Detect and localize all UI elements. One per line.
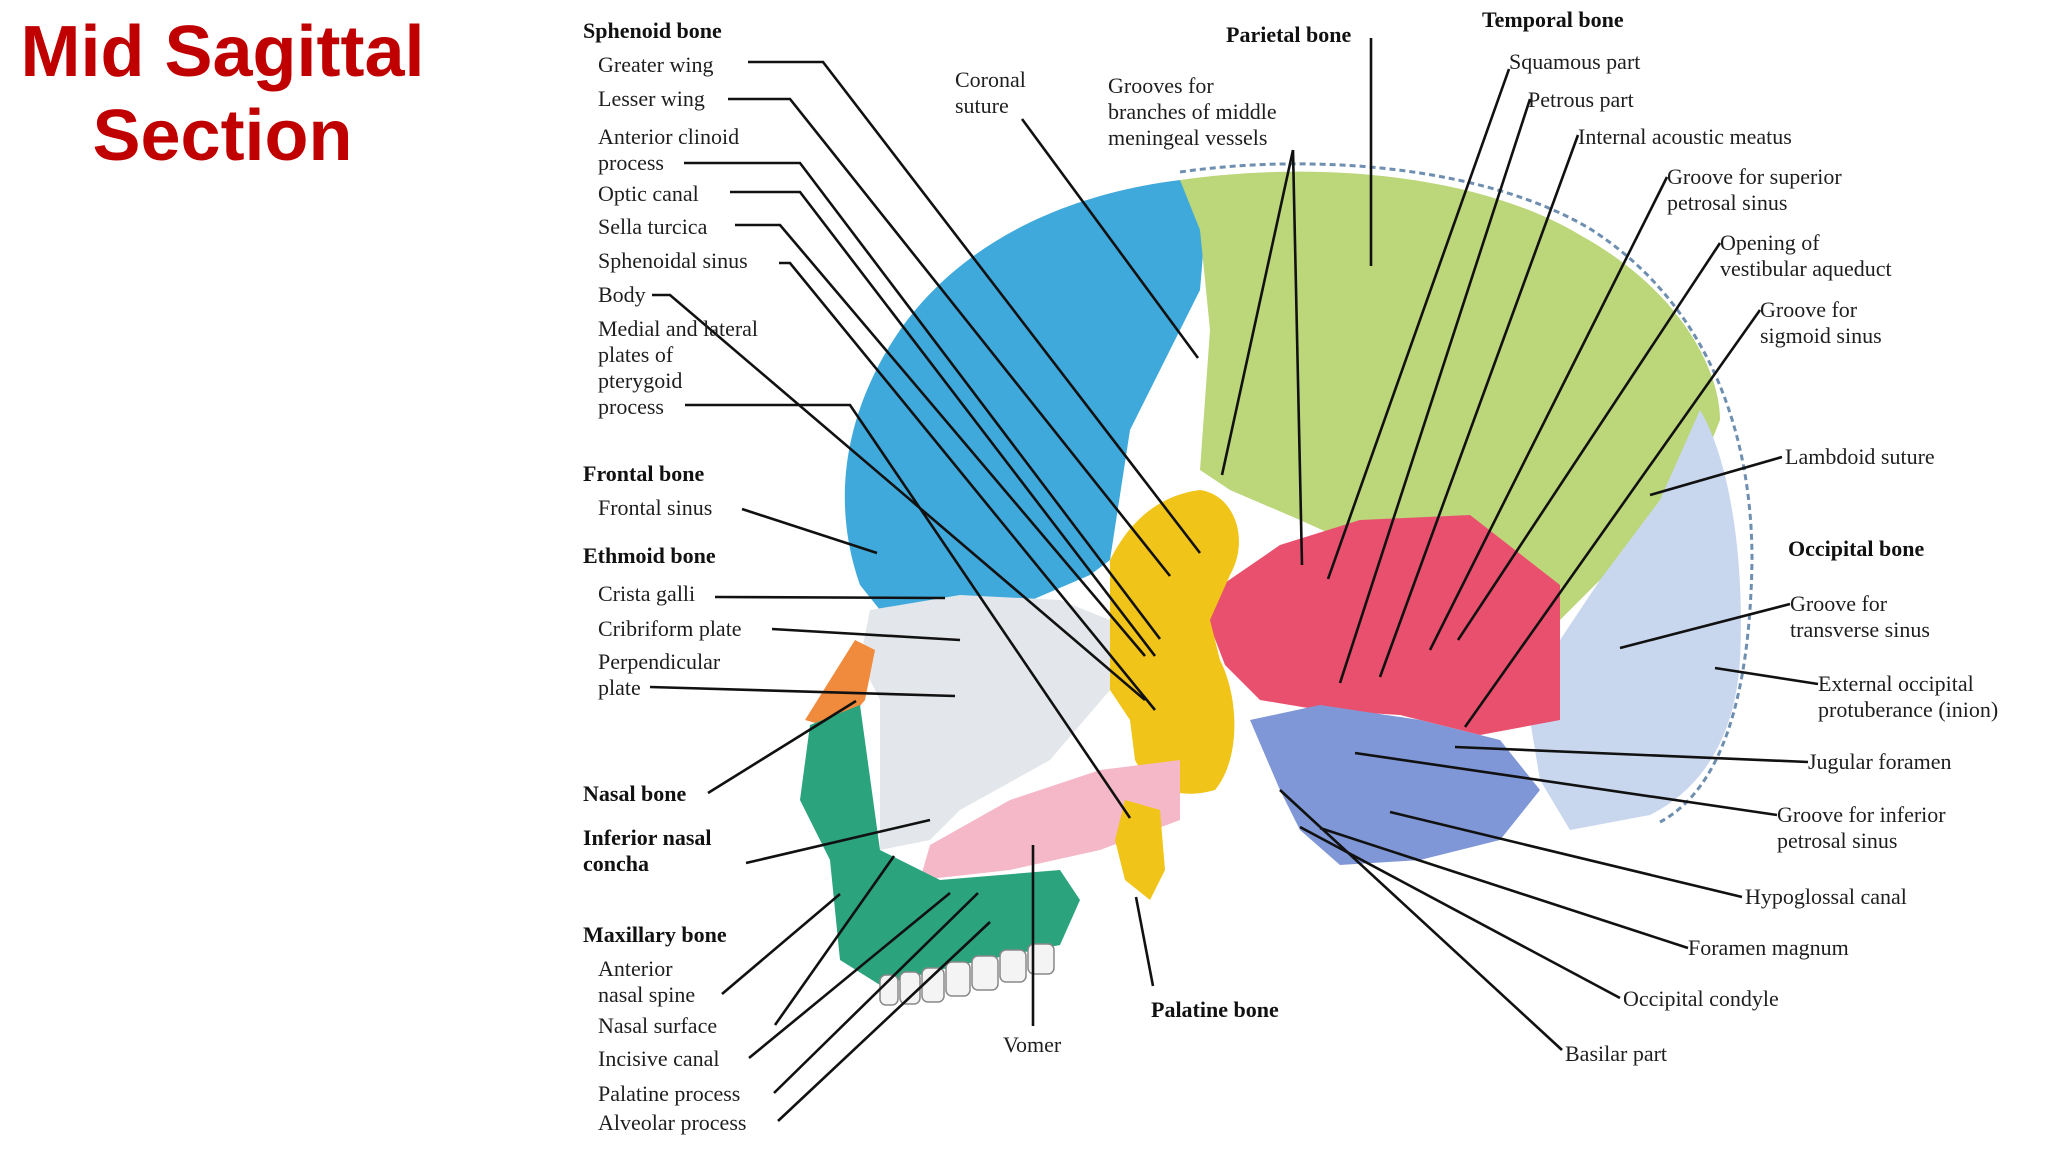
maxillary-bone-region <box>800 705 1080 985</box>
leader-lines <box>649 38 1819 1122</box>
label-groove-sigmoid-1: Groove for <box>1760 297 1858 322</box>
label-grooves-2: branches of middle <box>1108 99 1277 124</box>
slide-title-line1: Mid Sagittal <box>20 12 425 92</box>
label-perpendicular-2: plate <box>598 675 641 700</box>
sphenoid-bone-region <box>1110 490 1239 794</box>
label-greater-wing: Greater wing <box>598 52 713 77</box>
label-sphenoid-bone: Sphenoid bone <box>583 18 722 43</box>
label-groove-transverse-2: transverse sinus <box>1790 617 1930 642</box>
label-jugular-foramen: Jugular foramen <box>1808 749 1952 774</box>
label-temporal-bone: Temporal bone <box>1482 7 1624 32</box>
label-frontal-sinus: Frontal sinus <box>598 495 712 520</box>
label-frontal-bone: Frontal bone <box>583 461 704 486</box>
label-groove-superior-petrosal-1: Groove for superior <box>1667 164 1842 189</box>
parietal-bone-region <box>1180 171 1720 620</box>
occipital-bone-region <box>1530 410 1741 830</box>
label-groove-transverse-1: Groove for <box>1790 591 1888 616</box>
teeth <box>879 943 1055 1006</box>
label-alveolar-process: Alveolar process <box>598 1110 746 1135</box>
label-external-occipital-1: External occipital <box>1818 671 1974 696</box>
label-vestibular-aqueduct-1: Opening of <box>1720 230 1820 255</box>
label-inferior-nasal-concha-1: Inferior nasal <box>583 825 712 850</box>
label-vomer: Vomer <box>1003 1032 1062 1057</box>
label-body: Body <box>598 282 646 307</box>
label-incisive-canal: Incisive canal <box>598 1046 720 1071</box>
label-occipital-condyle: Occipital condyle <box>1623 986 1779 1011</box>
label-vestibular-aqueduct-2: vestibular aqueduct <box>1720 256 1892 281</box>
label-foramen-magnum: Foramen magnum <box>1688 935 1849 960</box>
label-palatine-process: Palatine process <box>598 1081 740 1106</box>
label-maxillary-bone: Maxillary bone <box>583 922 727 947</box>
label-optic-canal: Optic canal <box>598 181 699 206</box>
labels-right: Temporal bone Squamous part Petrous part… <box>1482 7 1998 1066</box>
label-cribriform-plate: Cribriform plate <box>598 616 742 641</box>
label-lambdoid-suture: Lambdoid suture <box>1785 444 1935 469</box>
label-anterior-nasal-spine-1: Anterior <box>598 956 673 981</box>
label-perpendicular-1: Perpendicular <box>598 649 721 674</box>
label-pterygoid-2: plates of <box>598 342 674 367</box>
label-ethmoid-bone: Ethmoid bone <box>583 543 716 568</box>
label-groove-inferior-petrosal-2: petrosal sinus <box>1777 828 1897 853</box>
label-palatine-bone: Palatine bone <box>1151 997 1279 1022</box>
skull-outline <box>1179 162 1754 824</box>
temporal-bone-region <box>1200 515 1560 735</box>
palatine-bone-region <box>1115 800 1165 900</box>
label-external-occipital-2: protuberance (inion) <box>1818 697 1998 722</box>
basilar-part-region <box>1250 705 1540 865</box>
label-groove-superior-petrosal-2: petrosal sinus <box>1667 190 1787 215</box>
label-anterior-clinoid-2: process <box>598 150 664 175</box>
label-grooves-1: Grooves for <box>1108 73 1214 98</box>
labels-left: Sphenoid bone Greater wing Lesser wing A… <box>583 18 758 1135</box>
label-sella-turcica: Sella turcica <box>598 214 708 239</box>
label-occipital-bone: Occipital bone <box>1788 536 1925 561</box>
label-coronal-suture-2: suture <box>955 93 1009 118</box>
label-squamous-part: Squamous part <box>1509 49 1640 74</box>
label-hypoglossal-canal: Hypoglossal canal <box>1745 884 1907 909</box>
label-pterygoid-1: Medial and lateral <box>598 316 758 341</box>
label-pterygoid-4: process <box>598 394 664 419</box>
label-sphenoidal-sinus: Sphenoidal sinus <box>598 248 748 273</box>
label-pterygoid-3: pterygoid <box>598 368 682 393</box>
labels-center: Coronal suture Grooves for branches of m… <box>955 22 1351 1057</box>
slide-title: Mid Sagittal Section <box>0 10 445 178</box>
label-petrous-part: Petrous part <box>1528 87 1634 112</box>
label-crista-galli: Crista galli <box>598 581 695 606</box>
label-anterior-nasal-spine-2: nasal spine <box>598 982 695 1007</box>
label-internal-acoustic-meatus: Internal acoustic meatus <box>1578 124 1792 149</box>
ethmoid-bone-region <box>860 595 1110 850</box>
label-grooves-3: meningeal vessels <box>1108 125 1267 150</box>
label-basilar-part: Basilar part <box>1565 1041 1667 1066</box>
slide-title-line2: Section <box>92 96 353 176</box>
label-coronal-suture-1: Coronal <box>955 67 1026 92</box>
label-nasal-surface: Nasal surface <box>598 1013 717 1038</box>
label-lesser-wing: Lesser wing <box>598 86 705 111</box>
label-groove-sigmoid-2: sigmoid sinus <box>1760 323 1882 348</box>
label-anterior-clinoid-1: Anterior clinoid <box>598 124 739 149</box>
label-groove-inferior-petrosal-1: Groove for inferior <box>1777 802 1946 827</box>
vomer-region <box>920 760 1180 880</box>
label-nasal-bone: Nasal bone <box>583 781 687 806</box>
label-parietal-bone: Parietal bone <box>1226 22 1351 47</box>
label-inferior-nasal-concha-2: concha <box>583 851 649 876</box>
